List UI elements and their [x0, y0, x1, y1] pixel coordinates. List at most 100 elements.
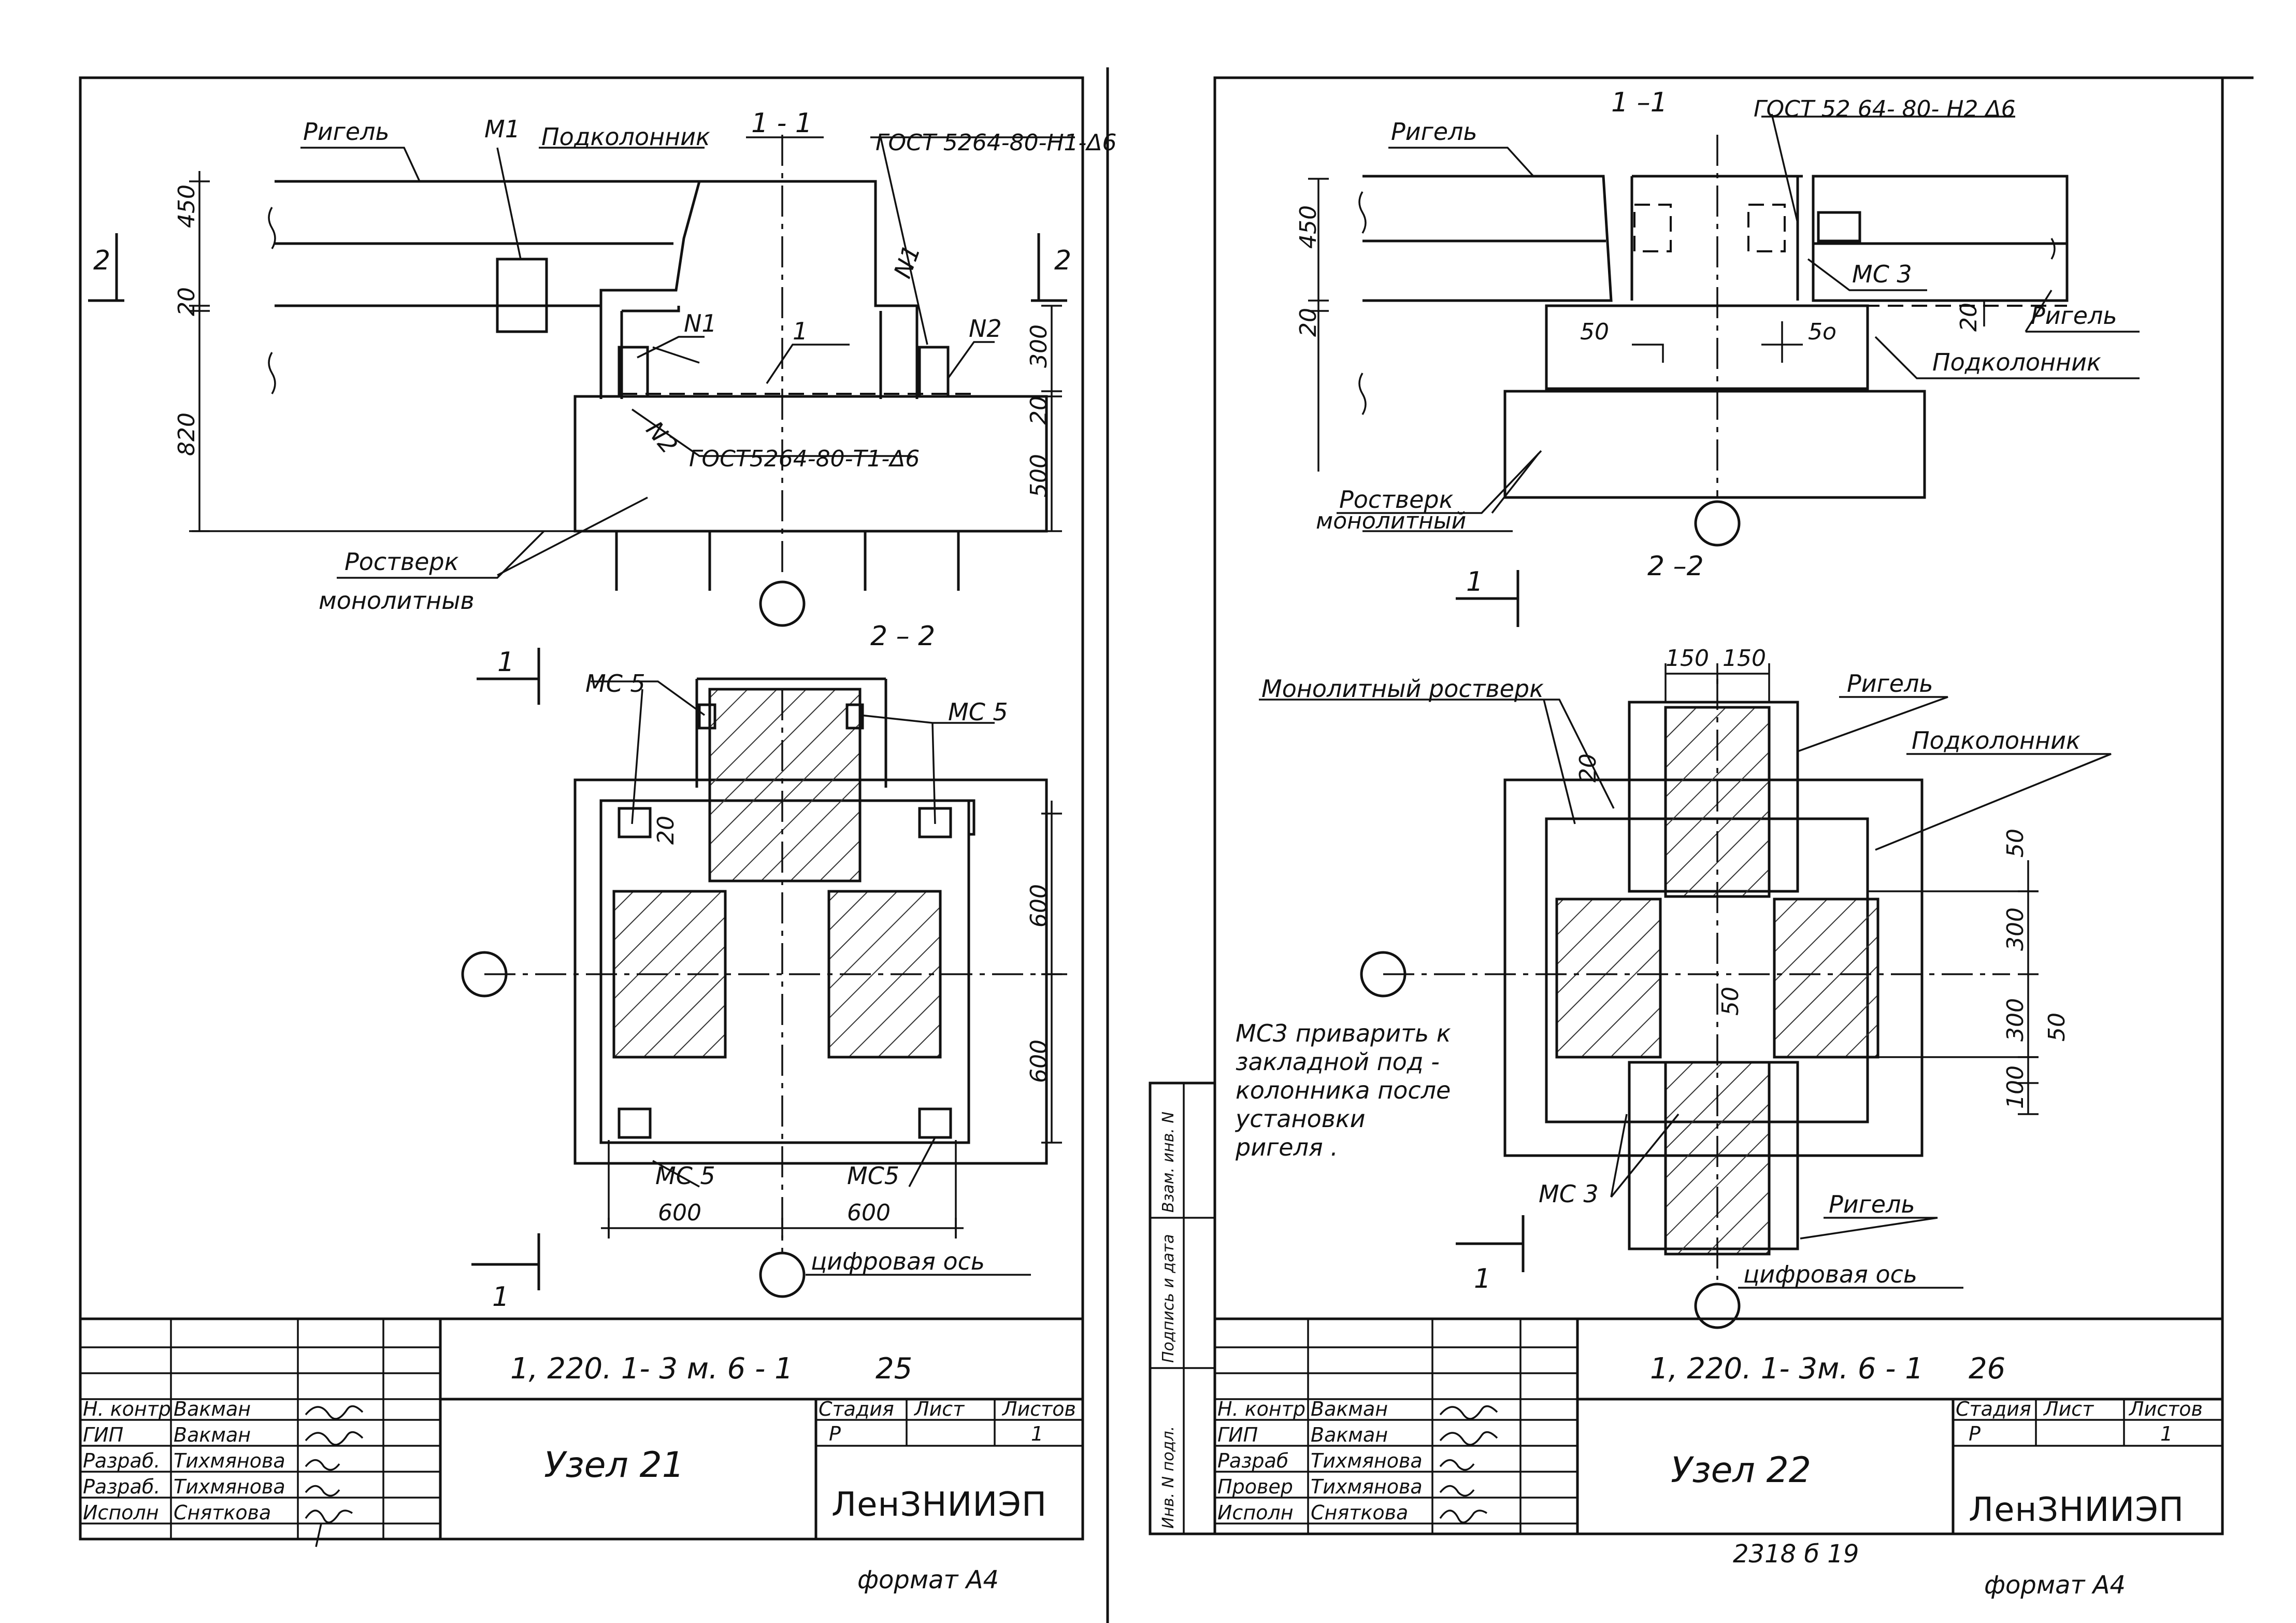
right-elevation-section — [1308, 113, 2140, 627]
label-mc5-bl: МС 5 — [655, 1162, 715, 1190]
left-tb-code: 1, 220. 1- 3 м. 6 - 1 — [510, 1352, 793, 1386]
left-plan-mc5-bl — [618, 1107, 652, 1139]
right-signature-1 — [1439, 1405, 1498, 1420]
r-dim-20a: 20 — [1295, 308, 1322, 337]
label-cut-1-top: 1 — [497, 647, 514, 678]
label-m1: М1 — [484, 115, 520, 143]
right-side-strip — [1149, 1081, 1216, 1535]
left-tb-lists: 1 — [1031, 1422, 1043, 1445]
r-dim-100: 100 — [2002, 1065, 2029, 1109]
r-label-rigel-r: Ригель — [2031, 302, 2117, 330]
left-tb-stage: Р — [829, 1422, 841, 1445]
right-cut-1-bottom — [1456, 1215, 1525, 1272]
left-tb-stage-label: Стадия — [819, 1398, 894, 1420]
right-tb-name-4: Сняткова — [1311, 1501, 1408, 1524]
r-label-section-1-1: 1 –1 — [1611, 87, 1668, 118]
left-signature-1 — [305, 1405, 364, 1420]
r-dim-50-v1: 50 — [2002, 829, 2029, 858]
label-podkolonnik: Подколонник — [541, 123, 710, 151]
label-axis-left: цифровая ось — [811, 1247, 985, 1275]
right-tb-code: 1, 220. 1- 3м. 6 - 1 — [1650, 1352, 1924, 1386]
r-label-rigel-plan-top: Ригель — [1847, 670, 1933, 697]
r-label-rigel-tl: Ригель — [1391, 118, 1477, 146]
r-dim-150b: 150 — [1723, 645, 1766, 672]
label-gost-top: ГОСТ 5264-80-Н1-Δ6 — [876, 130, 1117, 156]
dim-450: 450 — [174, 184, 200, 228]
right-axis-bubble-bottom — [1694, 1283, 1741, 1329]
right-tb-name-0: Вакман — [1311, 1398, 1388, 1420]
right-tb-role-1: ГИП — [1217, 1423, 1258, 1446]
left-title-block — [80, 1317, 1083, 1547]
label-n1-a: N1 — [684, 309, 717, 337]
r-label-section-2-2: 2 –2 — [1647, 551, 1704, 582]
label-mc5-tl: МС 5 — [585, 670, 645, 697]
r-dim-50b: 5о — [1808, 319, 1836, 345]
right-tb-role-0: Н. контр — [1217, 1398, 1305, 1420]
sheet-left-frame — [79, 76, 1084, 1541]
right-tb-org: ЛенЗНИИЭП — [1969, 1491, 2184, 1529]
left-tb-name-4: Сняткова — [174, 1501, 271, 1524]
left-n1-plate-right — [918, 346, 950, 398]
right-plan-hatch-left — [1555, 898, 1662, 1059]
left-tb-name-0: Вакман — [174, 1398, 251, 1420]
right-tb-stage: Р — [1969, 1422, 1981, 1445]
left-m1-plate — [496, 258, 548, 333]
r-dim-150a: 150 — [1666, 645, 1709, 672]
right-podkolonnik-base — [1545, 304, 1869, 390]
right-plan-rigel-top-outline — [1628, 701, 1799, 893]
left-signature-4 — [305, 1485, 340, 1497]
label-monolitny: монолитныв — [319, 587, 475, 615]
left-axis-bubble-bottom — [759, 1251, 806, 1298]
right-bottom-note: 2318 б 19 — [1733, 1540, 1859, 1569]
dim-600-h2: 600 — [847, 1200, 891, 1226]
r-label-monolit-rostverk: Монолитный ростверк — [1261, 675, 1544, 703]
r-label-axis: цифровая ось — [1743, 1260, 1917, 1288]
r-label-gost-top: ГОСТ 52 64- 80- Н2 Δ6 — [1754, 96, 2016, 122]
dim-300: 300 — [1026, 324, 1052, 368]
r-dim-20-plan: 20 — [1575, 753, 1601, 782]
r-label-rostverk: Ростверк — [1339, 486, 1454, 514]
r-label-mc3-bottom: МС 3 — [1539, 1180, 1599, 1208]
sheet-right-frame — [1213, 76, 2224, 1535]
label-section-1-1: 1 - 1 — [751, 108, 812, 139]
left-piles — [615, 531, 960, 591]
left-tb-name-3: Тихмянова — [174, 1475, 285, 1498]
label-cut-2-left: 2 — [93, 245, 110, 276]
right-cut-1-top — [1456, 570, 1519, 627]
left-tb-sheet-no: 25 — [876, 1352, 912, 1386]
left-plan-rigel-outline — [695, 677, 887, 788]
r-label-podkolonnik-plan: Подколонник — [1912, 727, 2080, 754]
r-label-monolitny: монолитный — [1316, 508, 1466, 534]
right-tb-list-label: Лист — [2043, 1398, 2094, 1420]
right-tb-role-2: Разраб — [1217, 1449, 1288, 1472]
left-signature-2 — [305, 1431, 364, 1446]
dim-500: 500 — [1026, 454, 1052, 497]
left-podkolonnik — [599, 180, 919, 399]
left-cut-2-right — [1031, 233, 1067, 302]
right-tb-stage-label: Стадия — [1956, 1398, 2031, 1420]
right-mc3-right — [1747, 204, 1786, 252]
label-cut-2-right: 2 — [1054, 245, 1071, 276]
left-tb-name-2: Тихмянова — [174, 1449, 285, 1472]
left-plan-mc5-br — [918, 1107, 952, 1139]
left-signature-5 — [305, 1510, 353, 1547]
side-strip-2: Инв. N подл. — [1159, 1426, 1178, 1529]
dim-820: 820 — [174, 412, 200, 456]
r-note-line-2: колонника после — [1236, 1076, 1451, 1104]
right-rostverk — [1503, 390, 1926, 499]
label-mc5-tr: МС 5 — [948, 698, 1008, 726]
r-dim-50-v2: 50 — [2044, 1013, 2070, 1042]
left-tb-org: ЛенЗНИИЭП — [831, 1486, 1047, 1524]
r-note-line-1: закладной под - — [1236, 1048, 1440, 1076]
right-format: формат А4 — [1984, 1571, 2126, 1600]
left-plan-rigel-hatched — [708, 688, 862, 882]
dim-600-v2: 600 — [1026, 1040, 1052, 1083]
left-cut-1-top — [477, 648, 540, 705]
left-tb-name-1: Вакман — [174, 1423, 251, 1446]
right-plan-section — [1259, 663, 2112, 1329]
left-format: формат А4 — [857, 1565, 999, 1594]
left-cut-1-bottom — [471, 1233, 540, 1290]
left-tb-role-2: Разраб. — [83, 1449, 160, 1472]
r-dim-20b: 20 — [1956, 303, 1982, 332]
label-n2-b: N2 — [641, 416, 683, 459]
